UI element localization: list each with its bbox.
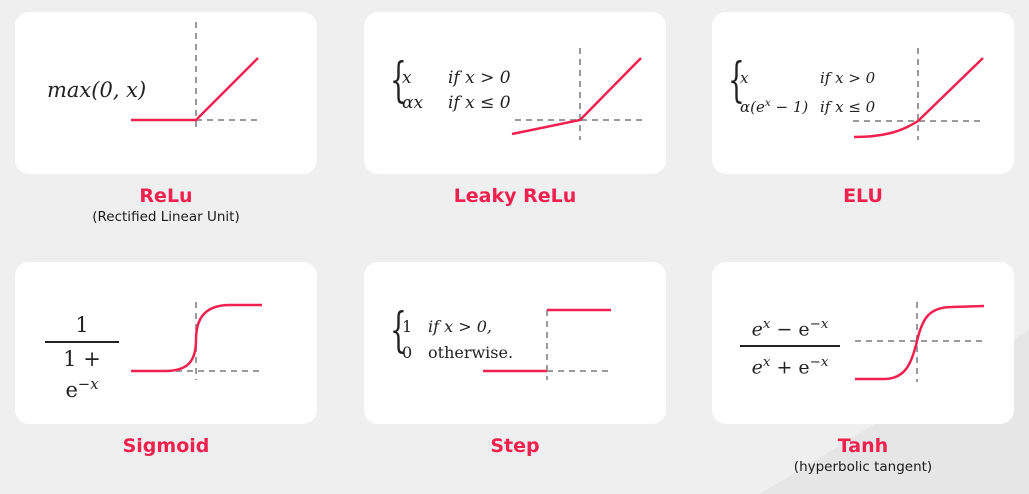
tanh-fraction-bar xyxy=(740,345,840,347)
sigmoid-formula: 1 1 + e−x xyxy=(45,312,119,403)
step-graph xyxy=(483,308,612,380)
elu-caption: ELU xyxy=(712,184,1014,208)
tanh-caption: Tanh (hyperbolic tangent) xyxy=(712,434,1014,476)
sigmoid-card: 1 1 + e−x xyxy=(15,262,317,424)
tanh-card: ex − e−x ex + e−x xyxy=(712,262,1014,424)
sigmoid-denominator: 1 + e−x xyxy=(63,346,101,402)
elu-brace: { xyxy=(728,52,745,108)
relu-formula: max(0, x) xyxy=(47,78,147,102)
step-caption: Step xyxy=(364,434,666,458)
tanh-subtitle: (hyperbolic tangent) xyxy=(793,459,933,475)
step-title: Step xyxy=(490,435,540,457)
tanh-title: Tanh xyxy=(837,435,889,457)
leaky-relu-curve xyxy=(511,57,642,136)
sigmoid-numerator: 1 xyxy=(75,313,89,337)
leaky-relu-brace: { xyxy=(390,52,407,108)
tanh-curve xyxy=(855,304,985,381)
relu-graph xyxy=(131,22,261,132)
relu-card: max(0, x) xyxy=(15,12,317,174)
sigmoid-curve xyxy=(131,303,262,373)
tanh-graph xyxy=(855,302,985,382)
sigmoid-fraction-bar xyxy=(45,341,119,343)
leaky-relu-title: Leaky ReLu xyxy=(453,185,577,207)
leaky-relu-graph xyxy=(511,48,647,140)
elu-graph xyxy=(853,48,985,140)
tanh-denominator: ex + e−x xyxy=(751,354,829,379)
tanh-formula: ex − e−x ex + e−x xyxy=(740,312,840,380)
sigmoid-graph xyxy=(131,302,262,380)
sigmoid-caption: Sigmoid xyxy=(15,434,317,458)
elu-curve xyxy=(853,57,984,139)
sigmoid-title: Sigmoid xyxy=(122,435,210,457)
relu-curve xyxy=(131,57,259,122)
relu-title: ReLu xyxy=(139,185,193,207)
leaky-relu-caption: Leaky ReLu xyxy=(364,184,666,208)
step-brace: { xyxy=(390,302,407,358)
elu-title: ELU xyxy=(843,185,883,207)
relu-caption: ReLu (Rectified Linear Unit) xyxy=(15,184,317,226)
tanh-numerator: ex − e−x xyxy=(751,317,829,341)
relu-subtitle: (Rectified Linear Unit) xyxy=(92,209,240,225)
